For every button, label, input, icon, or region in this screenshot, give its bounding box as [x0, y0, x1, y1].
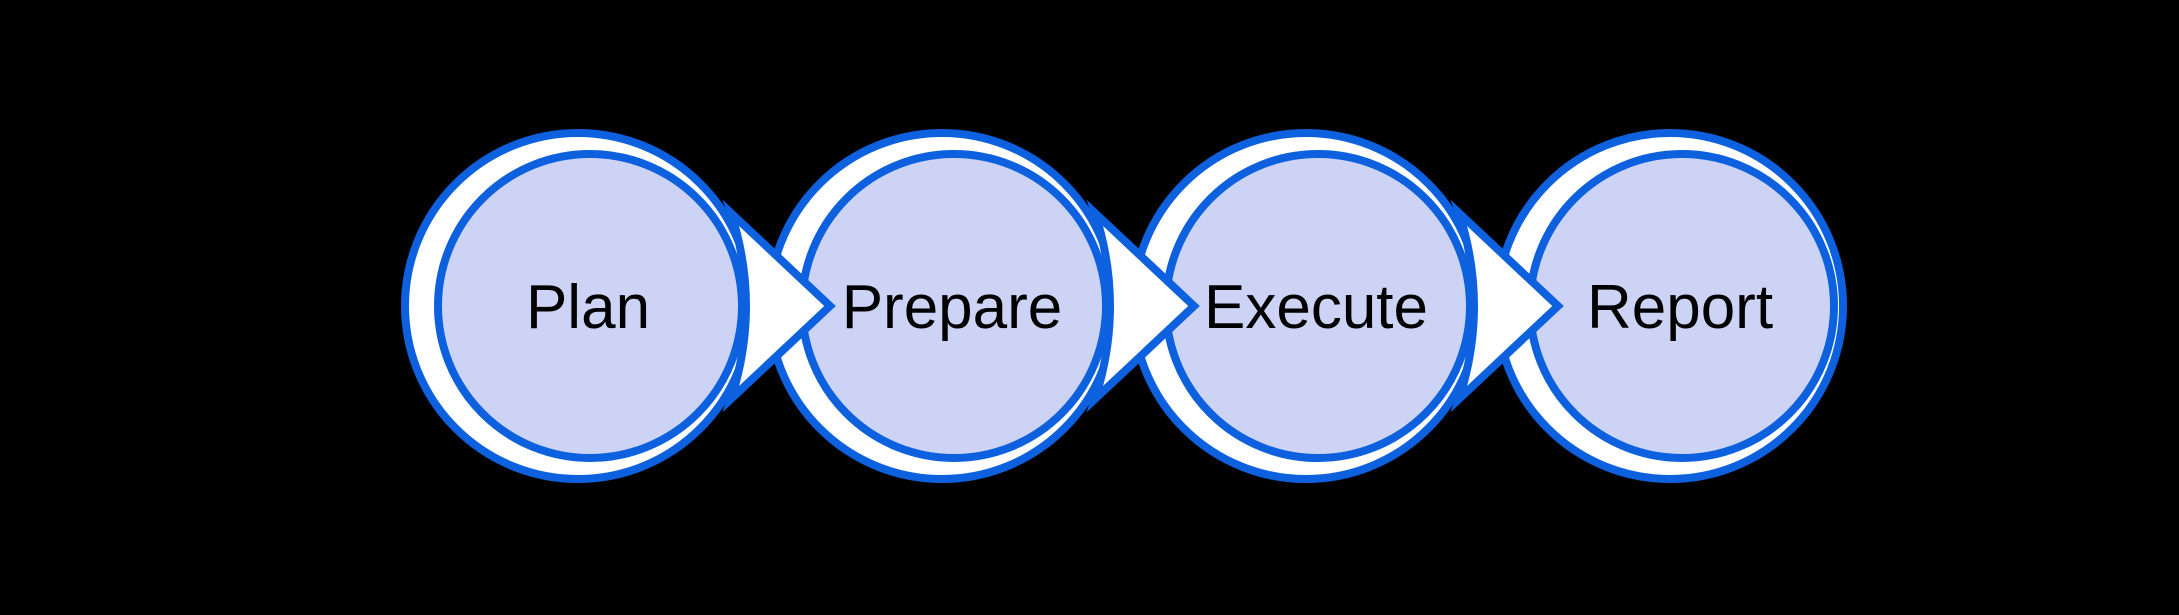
node-label: Plan [526, 273, 650, 342]
node-label: Report [1587, 273, 1773, 342]
node-label: Prepare [842, 273, 1063, 342]
arrow-connector [1450, 199, 1564, 413]
arrow-connector [722, 199, 836, 413]
arrow-connector [1086, 199, 1200, 413]
node-label: Execute [1204, 273, 1428, 342]
